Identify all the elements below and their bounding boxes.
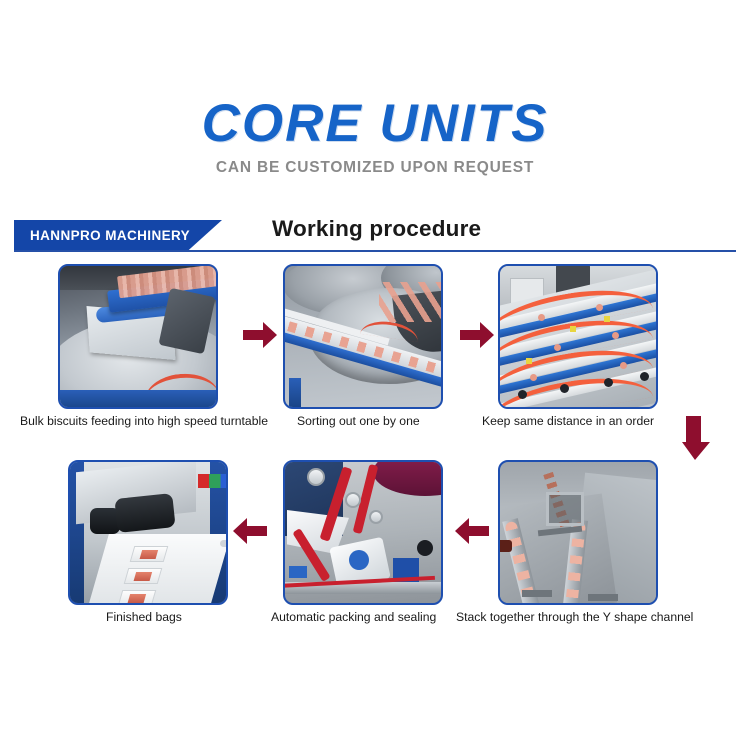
- arrow-step-2-to-3: [460, 322, 494, 348]
- photo-packing-sealing: [283, 460, 443, 605]
- photo-finished-bags: [68, 460, 228, 605]
- section-header: HANNPRO MACHINERY Working procedure: [0, 216, 750, 254]
- caption-step-1: Bulk biscuits feeding into high speed tu…: [20, 414, 268, 428]
- arrow-step-1-to-2: [243, 322, 277, 348]
- photo-sorting: [283, 264, 443, 409]
- caption-step-5: Automatic packing and sealing: [271, 610, 437, 624]
- flow-row-top: Bulk biscuits feeding into high speed tu…: [0, 264, 750, 460]
- flow-step-2: Sorting out one by one: [283, 264, 443, 428]
- caption-step-6: Finished bags: [106, 610, 182, 624]
- arrow-step-5-to-6: [233, 518, 267, 544]
- brand-tab: HANNPRO MACHINERY: [14, 220, 222, 250]
- arrow-step-3-to-4: [682, 416, 710, 460]
- page-subtitle: CAN BE CUSTOMIZED UPON REQUEST: [215, 158, 535, 176]
- flow-step-6: Finished bags: [68, 460, 228, 624]
- photo-bulk-feeding: [58, 264, 218, 409]
- flow-step-3: Keep same distance in an order: [482, 264, 658, 428]
- flow-step-4: Stack together through the Y shape chann…: [456, 460, 693, 624]
- caption-step-2: Sorting out one by one: [297, 414, 420, 428]
- photo-y-shape-channel: [498, 460, 658, 605]
- flow-step-1: Bulk biscuits feeding into high speed tu…: [20, 264, 268, 428]
- caption-step-4: Stack together through the Y shape chann…: [456, 610, 694, 624]
- header-divider: [14, 250, 736, 252]
- section-heading: Working procedure: [272, 216, 482, 241]
- flow-row-bottom: Finished bags: [0, 460, 750, 650]
- photo-same-distance: [498, 264, 658, 409]
- page-title: CORE UNITS: [201, 94, 549, 153]
- caption-step-3: Keep same distance in an order: [482, 414, 655, 428]
- title-block: CORE UNITS CAN BE CUSTOMIZED UPON REQUES…: [0, 96, 750, 177]
- arrow-step-4-to-5: [455, 518, 489, 544]
- working-procedure-flow: Bulk biscuits feeding into high speed tu…: [0, 264, 750, 650]
- flow-step-5: Automatic packing and sealing: [271, 460, 443, 624]
